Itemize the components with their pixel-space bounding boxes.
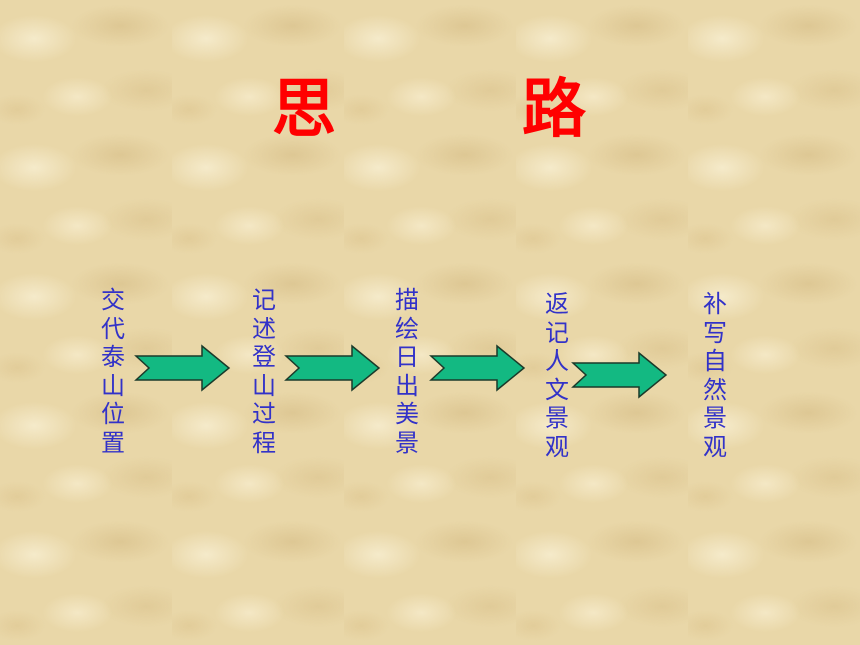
step-4-text: 返记人文景观 [545, 290, 569, 461]
title-char-right: 路 [522, 73, 586, 147]
right-arrow-icon-1 [134, 344, 231, 392]
title-char-left: 思 [272, 73, 336, 147]
right-arrow-icon-4 [571, 351, 668, 399]
step-1-text: 交代泰山位置 [101, 286, 125, 457]
step-2-text: 记述登山过程 [252, 286, 276, 457]
step-3-text: 描绘日出美景 [395, 286, 419, 457]
right-arrow-icon-2 [284, 344, 381, 392]
step-5-text: 补写自然景观 [703, 290, 727, 461]
right-arrow-icon-3 [429, 344, 526, 392]
